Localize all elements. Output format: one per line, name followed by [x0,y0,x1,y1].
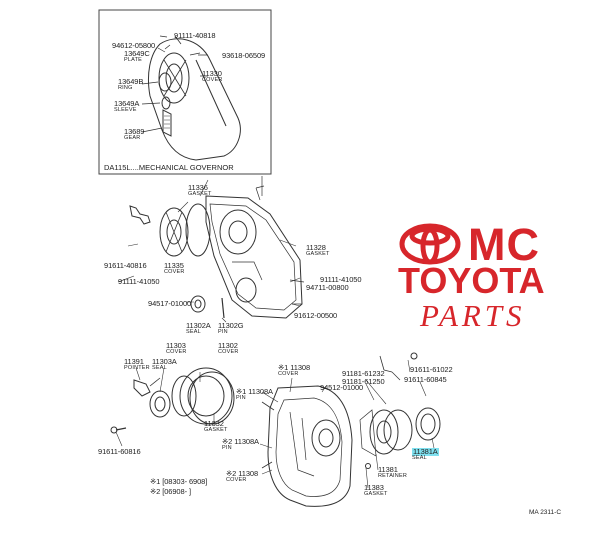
seal-11302a [190,295,206,313]
brand-parts: PARTS [420,298,526,333]
callout-91611-60845: 91611-60845 [404,375,447,384]
highlighted-part-number: 11381A [412,447,439,456]
small-bracket [129,205,151,225]
callout-94512-01000: 94512-01000 [320,383,364,392]
inset-frame [98,9,272,175]
callout-91611-61022: 91611-61022 [410,365,453,374]
inset-caption: DA115L....MECHANICAL GOVERNOR [104,163,234,172]
cover-11303-face [171,375,197,417]
gear-case-bore-lower [235,277,257,303]
inset-ring [158,72,172,92]
brand-omc: MC [468,219,540,270]
inset-plate-hub [165,63,183,93]
pin-11302g [221,297,225,319]
callout-91611-60816: 91611-60816 [98,447,141,456]
footnote-1: ※1 [08303- 6908] [150,477,208,486]
footnote-2: ※2 [06908- ] [150,487,191,496]
callout-91611-40816: 91611-40816 [104,261,147,270]
callout-91111-40818: 91111-40818 [174,31,216,40]
cover-plate-11335 [159,207,189,257]
retainer-flange [383,409,413,451]
inset-cover-edge [195,59,227,127]
callout-91181-61250: 91181-61250 [342,377,385,386]
inset-gear [162,109,172,137]
inset-sleeve [161,96,171,110]
cover-11308 [267,385,353,507]
gasket-11336 [185,203,211,257]
gear-case-11328 [205,195,303,319]
gasket-11332 [189,371,235,425]
callout-94517-01000: 94517-01000 [148,299,192,308]
pointer-11391 [133,379,151,397]
seal-11303a [149,390,171,418]
callout-93618-06509: 93618-06509 [222,51,266,60]
callout-94612-05800: 94612-05800 [112,41,156,50]
callout-91181-61232: 91181-61232 [342,369,385,378]
seal-11381a [415,407,441,441]
inset-cover-11330 [147,38,241,161]
figure-code: MA 2311-C [529,509,562,516]
retainer-11381 [369,409,399,455]
toyota-logo-icon [399,223,461,265]
callout-91111-61050: 91111-41050 [118,277,160,286]
callout-91111-41050: 91111-41050 [320,275,362,284]
brand-toyota: TOYOTA [398,260,545,301]
callout-91612-00500: 91612-00500 [294,311,338,320]
inset-plate [158,52,190,104]
cover-11308-bore [311,419,341,457]
callout-94711-00800: 94711-00800 [306,283,349,292]
gear-case-bore-upper [219,209,257,255]
cover-11303 [179,367,233,425]
